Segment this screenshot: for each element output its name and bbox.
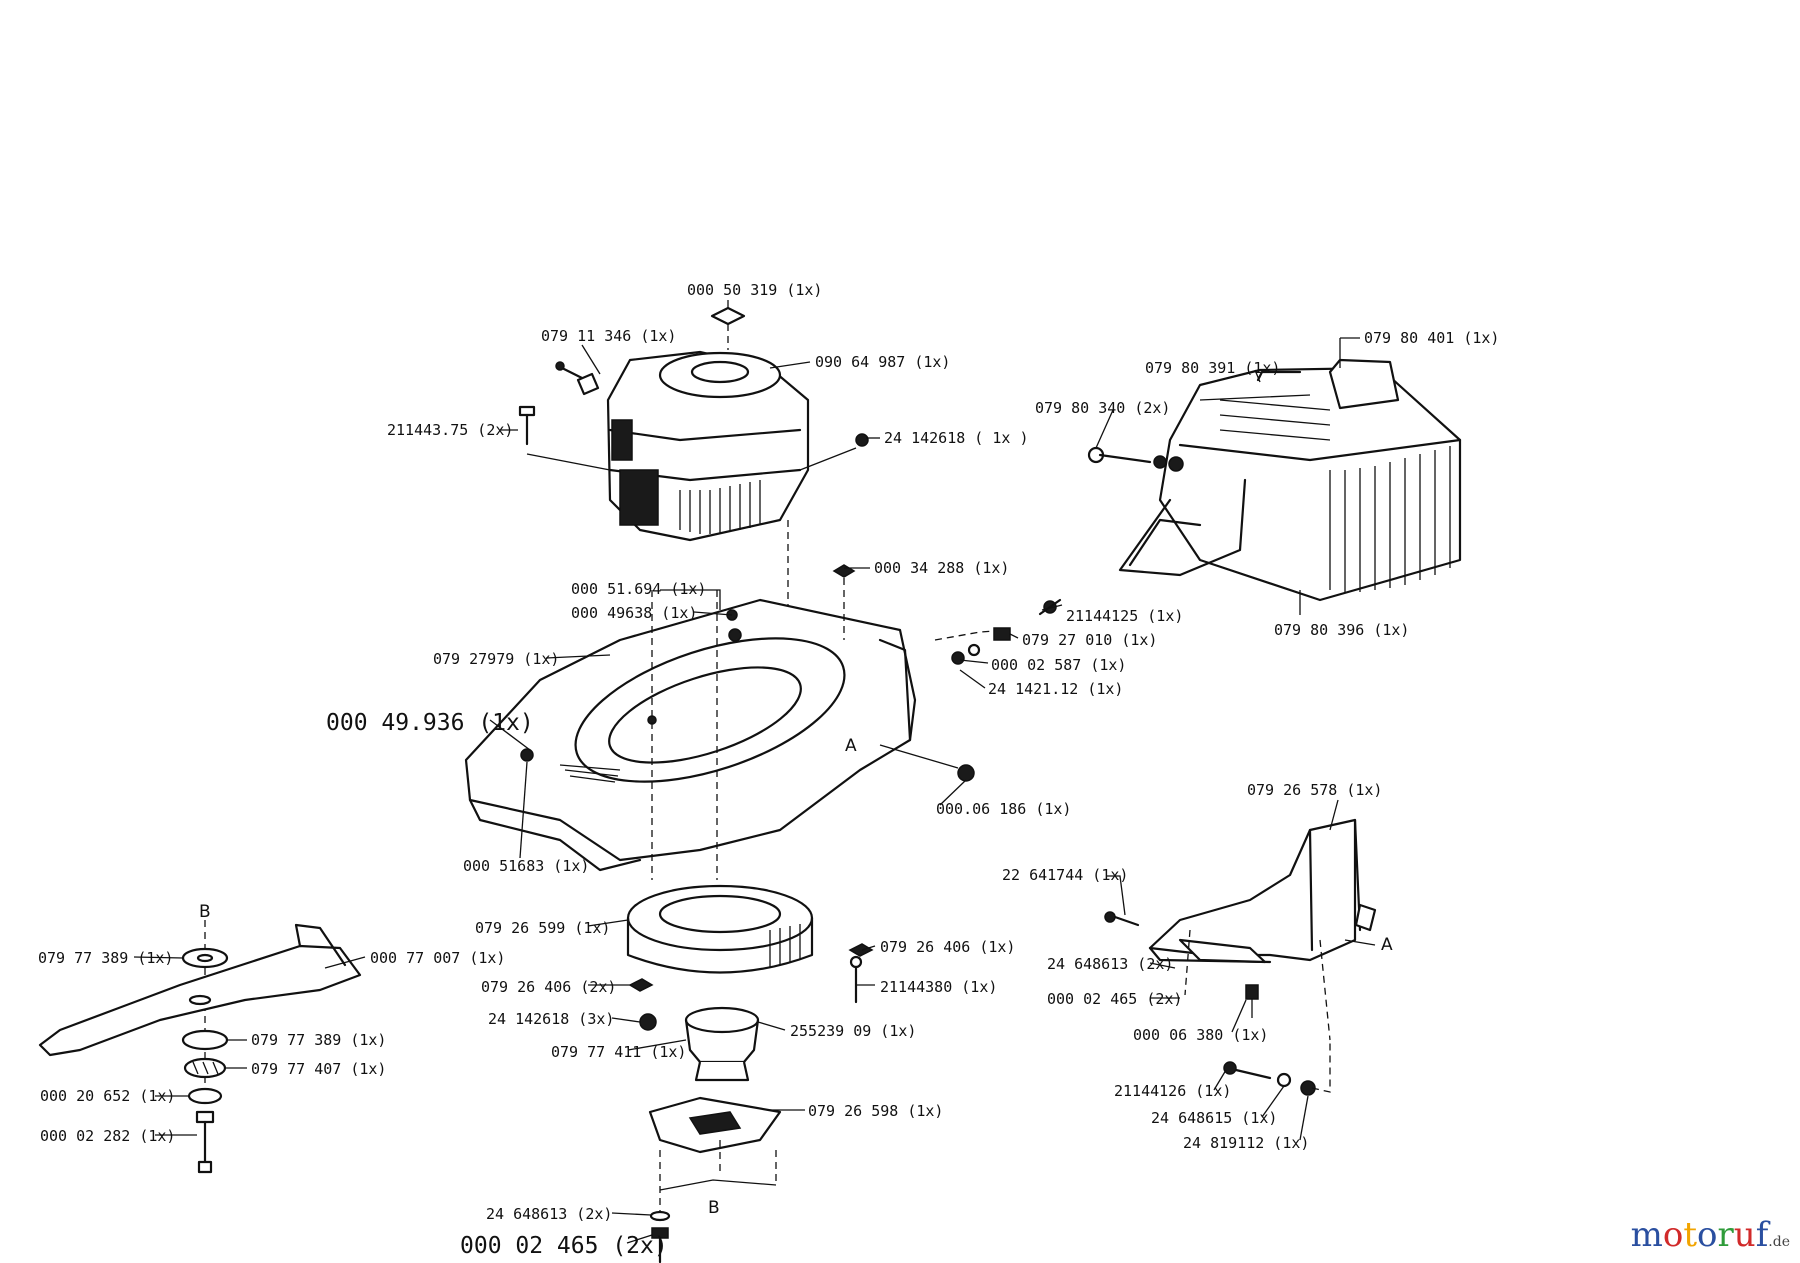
label-flap-washer2: 24 648615 (1x) bbox=[1151, 1109, 1277, 1127]
watermark-letter: u bbox=[1733, 1215, 1756, 1255]
label-bag-top: 079 80 391 (1x) bbox=[1145, 359, 1280, 377]
label-blade-holder: 079 26 598 (1x) bbox=[808, 1102, 943, 1120]
part-labels: 000 50 319 (1x) 079 11 346 (1x) 090 64 9… bbox=[38, 281, 1499, 1259]
letter-b-bottom: B bbox=[708, 1198, 720, 1218]
label-clip-406-1x: 079 26 406 (1x) bbox=[880, 938, 1015, 956]
label-flap: 079 26 578 (1x) bbox=[1247, 781, 1382, 799]
label-cap-34: 000 34 288 (1x) bbox=[874, 559, 1009, 577]
deflector-flap-assembly bbox=[1104, 818, 1377, 1096]
label-hub: 079 77 411 (1x) bbox=[551, 1043, 686, 1061]
label-cap-186: 000.06 186 (1x) bbox=[936, 800, 1071, 818]
label-blade-washer-top: 079 77 389 (1x) bbox=[38, 949, 173, 967]
fan-drive-assembly bbox=[626, 884, 874, 1263]
watermark-word: motoruf bbox=[1631, 1215, 1769, 1255]
label-nut-2112: 24 1421.12 (1x) bbox=[988, 680, 1123, 698]
label-engine-bolt: 211443.75 (2x) bbox=[387, 421, 513, 439]
label-deck: 079 27979 (1x) bbox=[433, 650, 559, 668]
label-engine-nut: 24 142618 ( 1x ) bbox=[884, 429, 1029, 447]
label-washer-587: 000 02 587 (1x) bbox=[991, 656, 1126, 674]
label-nut-2618: 24 142618 (3x) bbox=[488, 1010, 614, 1028]
label-engine: 090 64 987 (1x) bbox=[815, 353, 950, 371]
watermark-letter: o bbox=[1697, 1215, 1718, 1255]
leader-lines bbox=[133, 300, 1360, 1244]
watermark-tld: .de bbox=[1768, 1234, 1790, 1250]
label-blade-nut: 000 20 652 (1x) bbox=[40, 1087, 175, 1105]
label-plug-683: 000 51683 (1x) bbox=[463, 857, 589, 875]
label-flap-bolt: 21144126 (1x) bbox=[1114, 1082, 1231, 1100]
watermark-letter: r bbox=[1717, 1215, 1734, 1255]
label-flap-nut: 000 02 465 (2x) bbox=[1047, 990, 1182, 1008]
watermark-letter: t bbox=[1683, 1215, 1698, 1255]
letter-b-blade: B bbox=[199, 902, 211, 922]
label-blade-spacer: 079 77 407 (1x) bbox=[251, 1060, 386, 1078]
label-flap-screw: 22 641744 (1x) bbox=[1002, 866, 1128, 884]
label-flap-washer: 24 648613 (2x) bbox=[1047, 955, 1173, 973]
label-blade-bolt: 000 02 282 (1x) bbox=[40, 1127, 175, 1145]
letter-a-deck: A bbox=[845, 736, 857, 756]
label-pulley: 255239 09 (1x) bbox=[790, 1022, 916, 1040]
grass-bag-assembly bbox=[934, 358, 1462, 665]
label-blade-washer-mid: 079 77 389 (1x) bbox=[251, 1031, 386, 1049]
label-washer-638: 000 49638 (1x) bbox=[571, 604, 697, 622]
label-clip-406-2x: 079 26 406 (2x) bbox=[481, 978, 616, 996]
label-flap-cap: 000 06 380 (1x) bbox=[1133, 1026, 1268, 1044]
label-bolt-380: 21144380 (1x) bbox=[880, 978, 997, 996]
label-washer-694: 000 51.694 (1x) bbox=[571, 580, 706, 598]
label-bolt-125: 21144125 (1x) bbox=[1066, 607, 1183, 625]
letter-a-flap: A bbox=[1381, 935, 1393, 955]
label-bottom-washer: 24 648613 (2x) bbox=[486, 1205, 612, 1223]
label-bag-pin: 079 80 340 (2x) bbox=[1035, 399, 1170, 417]
label-deck-main: 000 49.936 (1x) bbox=[326, 710, 534, 736]
mower-deck bbox=[464, 564, 975, 880]
blade-assembly bbox=[38, 920, 362, 1174]
label-bag-handle: 079 80 401 (1x) bbox=[1364, 329, 1499, 347]
label-top-cap: 000 50 319 (1x) bbox=[687, 281, 822, 299]
label-blade: 000 77 007 (1x) bbox=[370, 949, 505, 967]
watermark-letter: o bbox=[1662, 1215, 1684, 1255]
watermark-letter: f bbox=[1755, 1215, 1769, 1255]
label-bag-frame: 079 80 396 (1x) bbox=[1274, 621, 1409, 639]
motoruf-watermark: motoruf.de bbox=[1631, 1215, 1790, 1255]
label-bottom-nut: 000 02 465 (2x) bbox=[460, 1233, 668, 1259]
engine-assembly bbox=[518, 306, 869, 610]
label-flap-nut2: 24 819112 (1x) bbox=[1183, 1134, 1309, 1152]
label-fan-housing: 079 26 599 (1x) bbox=[475, 919, 610, 937]
watermark-letter: m bbox=[1630, 1215, 1663, 1255]
label-engine-screw: 079 11 346 (1x) bbox=[541, 327, 676, 345]
label-hinge-010: 079 27 010 (1x) bbox=[1022, 631, 1157, 649]
